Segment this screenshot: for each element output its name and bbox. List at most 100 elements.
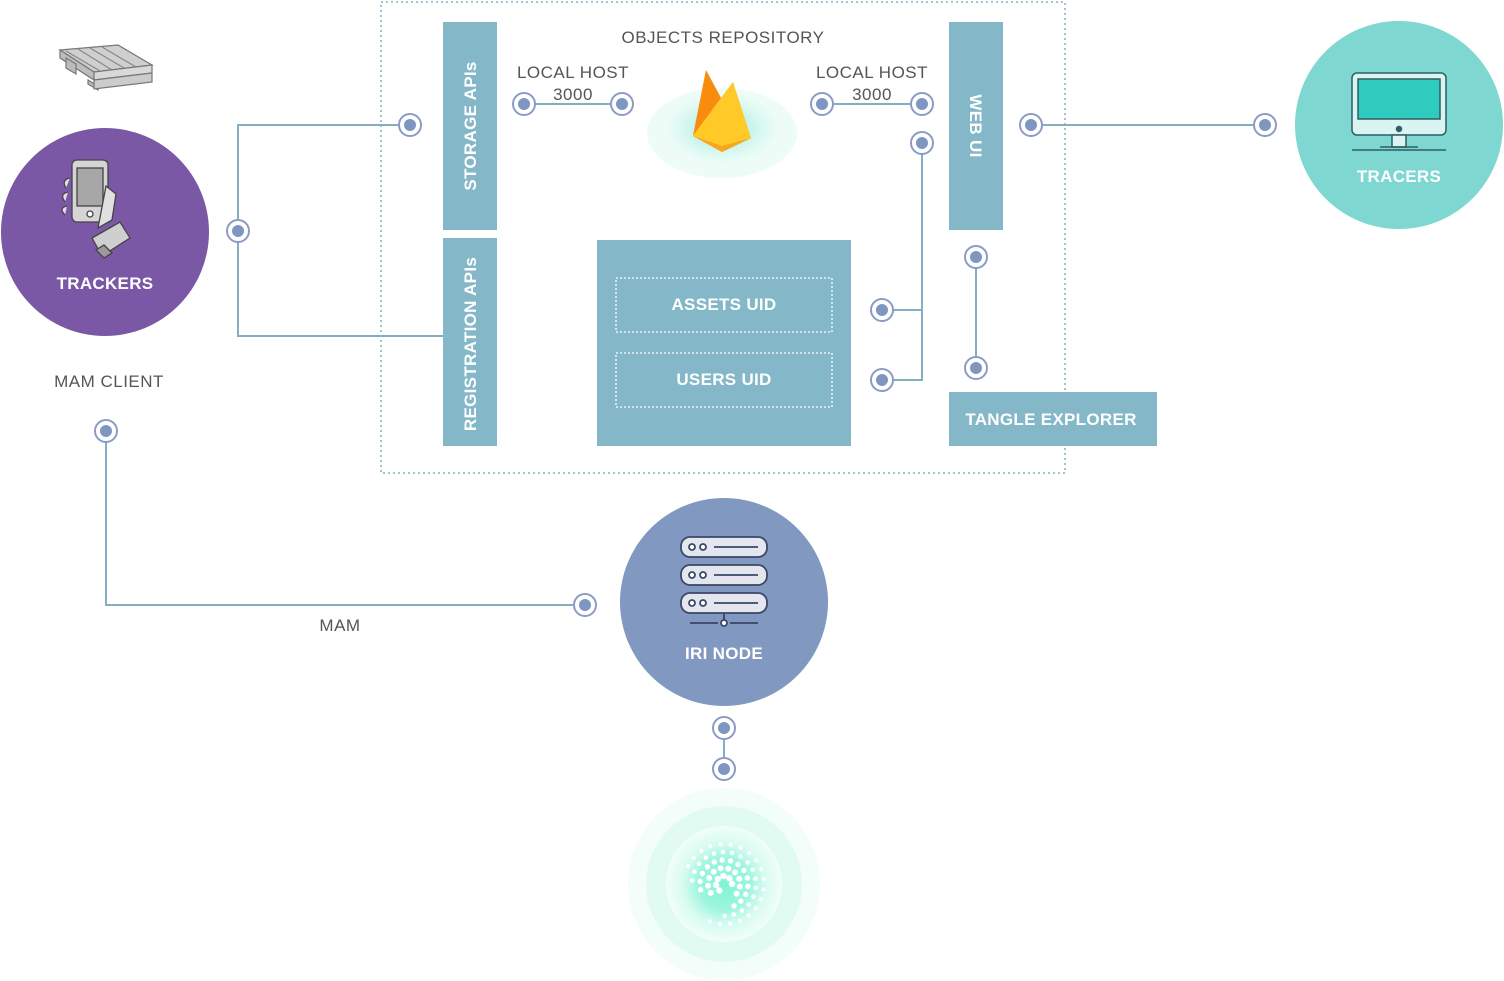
iota-logo-dot <box>710 868 717 875</box>
iota-logo-dot <box>743 891 749 897</box>
iota-logo-dot <box>717 865 724 872</box>
objects-repository-frame <box>380 1 1066 474</box>
storage-apis-panel: STORAGE APIs <box>443 22 497 230</box>
users-uid-label: USERS UID <box>676 370 771 389</box>
iota-logo-icon <box>628 788 820 980</box>
iota-logo-dot <box>739 908 745 913</box>
iota-logo-dot <box>691 855 696 860</box>
assets-uid-connector <box>870 298 894 322</box>
trackers-junction-connector <box>226 219 250 243</box>
connector-group <box>94 92 1277 781</box>
assets-uid-label: ASSETS UID <box>671 295 776 314</box>
iota-logo-dot <box>729 850 735 856</box>
iota-logo-dot <box>751 894 756 899</box>
web-ui-label: WEB UI <box>966 94 985 157</box>
local-host-right-end-connector <box>910 92 934 116</box>
iri-node-bottom-connector <box>712 716 736 740</box>
iota-logo-dot <box>720 872 727 880</box>
web-ui-down-connector <box>910 131 934 155</box>
web-ui-panel: WEB UI <box>949 22 1003 230</box>
trackers-node: TRACKERS <box>1 128 209 336</box>
iri-node-label: IRI NODE <box>685 644 763 663</box>
uid-box: ASSETS UID USERS UID <box>597 240 851 446</box>
iota-logo-dot <box>707 919 712 924</box>
iota-logo-dot <box>718 842 723 847</box>
iota-logo-dot <box>750 867 755 873</box>
tangle-explorer-label: TANGLE EXPLORER <box>965 410 1136 429</box>
local-host-left-label: LOCAL HOST <box>517 63 629 82</box>
iota-logo-dot <box>744 875 750 881</box>
iota-logo-dot <box>747 850 752 855</box>
iri-node-mam-connector <box>573 593 597 617</box>
local-host-left-start-connector <box>512 92 536 116</box>
iota-logo-dot <box>714 875 721 883</box>
iota-logo-dot <box>712 881 720 889</box>
iota-logo-dot <box>720 849 726 855</box>
iota-logo-dot <box>722 913 727 919</box>
iota-logo-dot <box>727 858 734 864</box>
server-icon <box>680 536 768 627</box>
iota-logo-dot <box>759 867 764 872</box>
iota-logo-dot <box>725 865 732 872</box>
iota-connector <box>712 757 736 781</box>
tracers-node: TRACERS <box>1295 21 1503 229</box>
iota-logo-dot <box>761 877 766 882</box>
iota-logo-dot <box>745 860 750 865</box>
iota-logo-dot <box>735 861 741 868</box>
iota-logo-dot <box>689 878 695 883</box>
iota-logo-dot <box>746 913 751 918</box>
phone-hand-icon <box>61 159 131 259</box>
iota-logo-dot <box>711 859 717 865</box>
iota-logo-dot <box>731 903 737 909</box>
mam-client-label: MAM CLIENT <box>54 372 164 391</box>
iota-logo-dot <box>726 874 733 882</box>
storage-apis-label: STORAGE APIs <box>461 61 480 190</box>
iota-logo-dot <box>761 887 766 892</box>
iota-logo-dot <box>738 845 743 850</box>
pallet-icon <box>58 44 154 92</box>
iota-logo-dot <box>741 867 747 874</box>
iota-logo-dot <box>699 870 706 877</box>
iota-logo-dot <box>711 851 717 856</box>
tangle-explorer-connector <box>964 356 988 380</box>
iota-logo-dot <box>728 842 733 847</box>
iota-logo-dot <box>698 887 704 893</box>
local-host-right-start-connector <box>810 92 834 116</box>
iota-logo-dot <box>728 880 736 887</box>
storage-apis-connector <box>398 113 422 137</box>
objects-repository-title: OBJECTS REPOSITORY <box>622 28 825 47</box>
iota-logo-dot <box>728 921 733 926</box>
iota-logo-dot <box>731 912 736 917</box>
iota-logo-dot <box>692 869 697 874</box>
web-ui-bottom-connector <box>964 245 988 269</box>
iota-logo-dot <box>708 844 713 849</box>
users-uid-connector <box>870 368 894 392</box>
local-host-left-port: 3000 <box>553 85 593 104</box>
iota-logo-dot <box>705 882 712 889</box>
local-host-right-port: 3000 <box>852 85 892 104</box>
iota-logo-dot <box>732 869 738 876</box>
trackers-label: TRACKERS <box>57 274 154 293</box>
users-uid-box <box>615 352 833 408</box>
iota-logo-dot <box>707 889 714 896</box>
iota-logo-dot <box>736 883 743 890</box>
iota-logo-dot <box>697 878 703 885</box>
iota-logo-dot <box>738 854 743 859</box>
iota-logo-dot <box>717 921 722 926</box>
firebase-icon <box>647 70 797 178</box>
registration-apis-panel: REGISTRATION APIs <box>443 238 497 446</box>
iota-logo-dot <box>737 918 742 923</box>
registration-apis-label: REGISTRATION APIs <box>461 257 480 431</box>
iota-logo-dot <box>703 855 709 860</box>
iota-logo-dot <box>738 898 744 904</box>
tracers-connector <box>1253 113 1277 137</box>
mam-label: MAM <box>319 616 360 635</box>
iota-logo-dot <box>753 876 758 881</box>
iota-logo-dot <box>716 887 723 894</box>
monitor-icon <box>1351 72 1447 151</box>
iota-logo-dot <box>746 902 751 907</box>
tangle-explorer-box: TANGLE EXPLORER <box>949 392 1157 446</box>
iota-logo-dot <box>759 897 763 902</box>
iota-logo-dot <box>733 890 740 897</box>
